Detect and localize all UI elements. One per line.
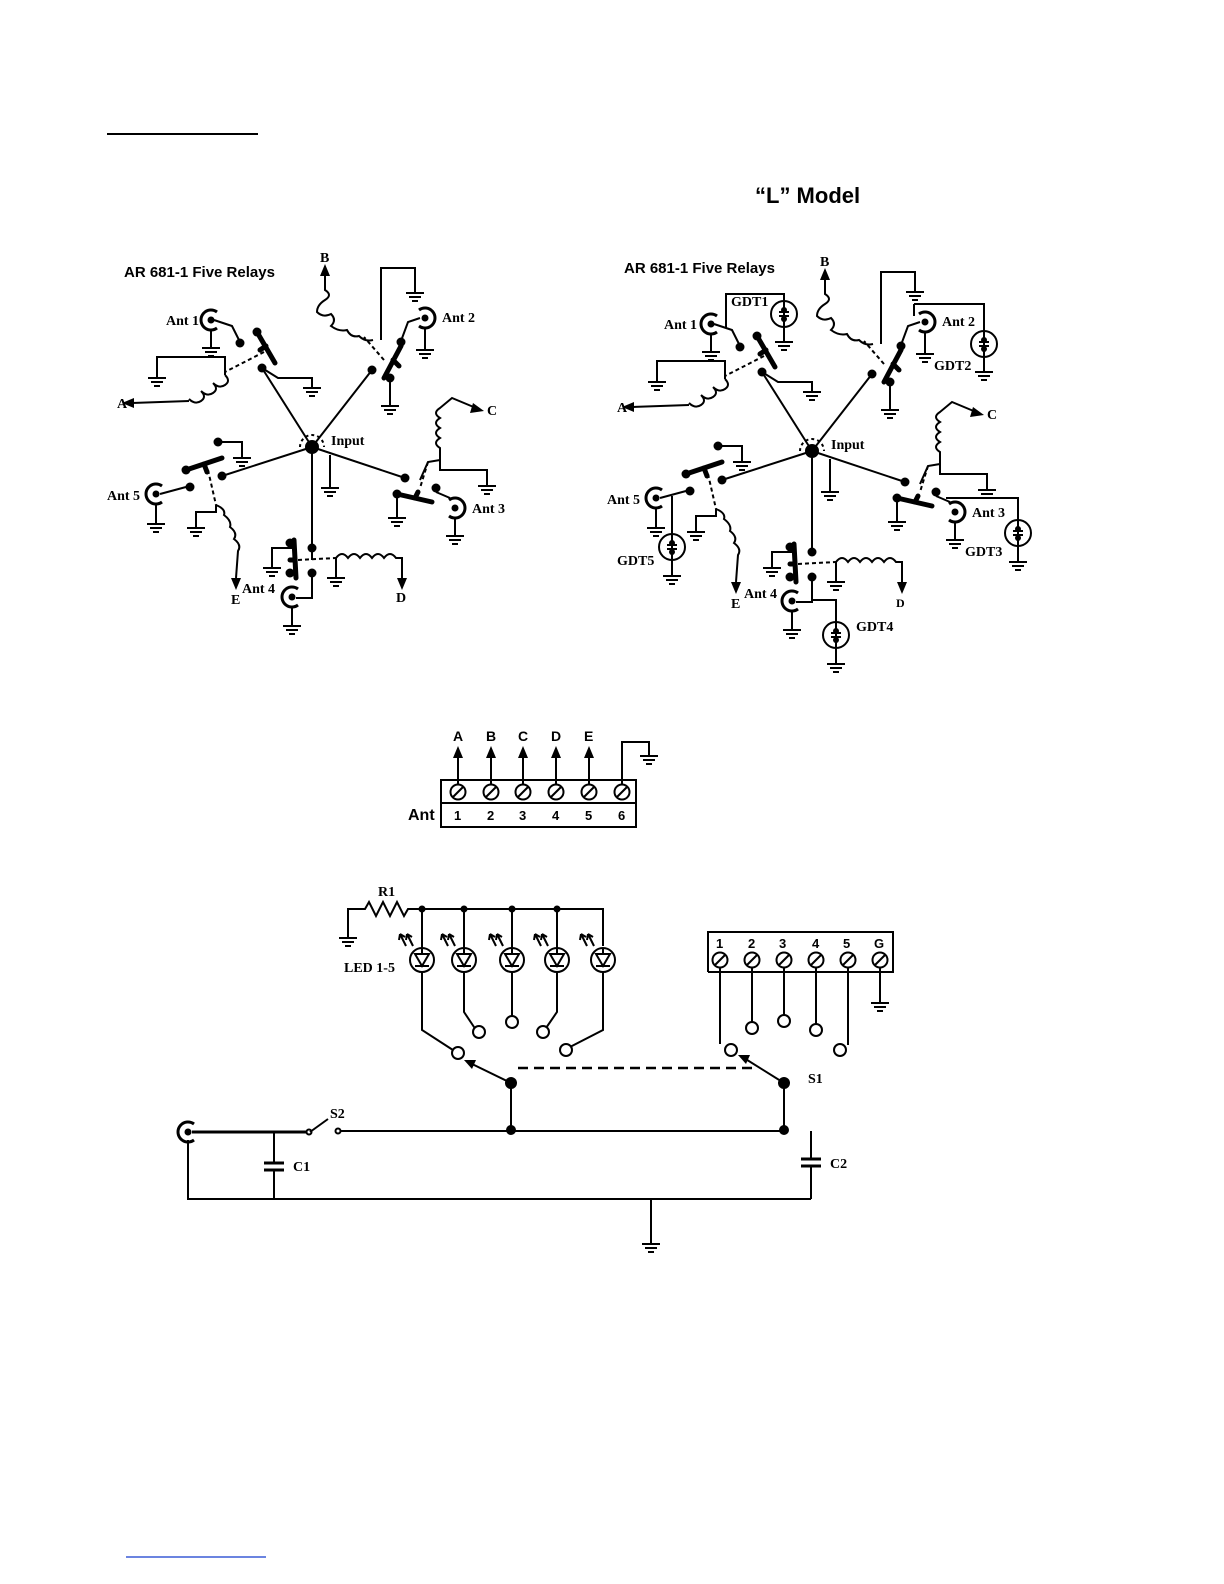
led-label: LED 1-5 bbox=[344, 961, 395, 976]
ant-label: Ant 3 bbox=[972, 506, 1005, 521]
svg-text:5: 5 bbox=[843, 936, 850, 951]
gdt-label: GDT2 bbox=[934, 359, 971, 374]
input-label: Input bbox=[331, 434, 365, 449]
svg-text:1: 1 bbox=[454, 808, 461, 823]
diagram-title: AR 681-1 Five Relays bbox=[124, 264, 275, 281]
led-icon bbox=[580, 934, 615, 972]
resistor-label: R1 bbox=[378, 885, 395, 900]
svg-text:5: 5 bbox=[585, 808, 592, 823]
gdt-icon bbox=[823, 622, 849, 648]
coax-icon bbox=[146, 484, 162, 504]
ant-label: Ant 3 bbox=[472, 502, 505, 517]
output-label: E bbox=[231, 593, 240, 608]
output-label: B bbox=[820, 255, 829, 270]
led-icon bbox=[441, 934, 476, 972]
terminal-block: Ant A 1 B 2 C 3 D 4 E 5 bbox=[408, 728, 658, 827]
screw-icon bbox=[809, 953, 824, 968]
screw-icon bbox=[745, 953, 760, 968]
coax-icon bbox=[419, 308, 435, 328]
output-label: D bbox=[396, 591, 406, 606]
ant-label: Ant 4 bbox=[242, 582, 275, 597]
svg-text:2: 2 bbox=[748, 936, 755, 951]
screw-icon bbox=[841, 953, 856, 968]
ant-label: Ant 5 bbox=[607, 493, 640, 508]
gdt-icon bbox=[659, 534, 685, 560]
gdt-label: GDT3 bbox=[965, 545, 1002, 560]
screw-icon bbox=[713, 953, 728, 968]
output-label: A bbox=[117, 397, 128, 412]
svg-text:G: G bbox=[874, 936, 884, 951]
switch-s2-label: S2 bbox=[330, 1107, 345, 1122]
cap-c1-label: C1 bbox=[293, 1160, 310, 1175]
svg-text:6: 6 bbox=[618, 808, 625, 823]
led-icon bbox=[489, 934, 524, 972]
output-label: E bbox=[731, 597, 740, 612]
svg-text:4: 4 bbox=[552, 808, 560, 823]
output-label: C bbox=[487, 404, 497, 419]
diagram-standard: AR 681-1 Five Relays Input Ant 1 A B Ant… bbox=[107, 251, 505, 634]
ant-label: Ant 4 bbox=[744, 587, 777, 602]
cap-c2-label: C2 bbox=[830, 1157, 847, 1172]
svg-text:1: 1 bbox=[716, 936, 723, 951]
coax-icon bbox=[646, 488, 662, 508]
svg-text:E: E bbox=[584, 728, 593, 744]
diagram-title: AR 681-1 Five Relays bbox=[624, 260, 775, 277]
ant-label: Ant 1 bbox=[664, 318, 697, 333]
output-label: A bbox=[617, 401, 628, 416]
svg-text:D: D bbox=[551, 728, 561, 744]
control-schematic: R1 LED 1-5 1 bbox=[178, 885, 893, 1252]
gdt-icon bbox=[1005, 520, 1031, 546]
ant-label: Ant 1 bbox=[166, 314, 199, 329]
coax-icon bbox=[919, 312, 935, 332]
terminal-block-label: Ant bbox=[408, 807, 435, 824]
svg-text:A: A bbox=[453, 728, 463, 744]
gdt-label: GDT1 bbox=[731, 295, 768, 310]
output-label: D bbox=[896, 596, 905, 610]
gdt-icon bbox=[971, 331, 997, 357]
coax-icon bbox=[449, 498, 465, 518]
coax-icon bbox=[949, 502, 965, 522]
coax-icon bbox=[782, 591, 798, 611]
switch-s1-label: S1 bbox=[808, 1072, 823, 1087]
ant-label: Ant 5 bbox=[107, 489, 140, 504]
diagram-l-model: AR 681-1 Five Relays Input Ant 1 GDT1 A … bbox=[607, 255, 1031, 672]
gdt-label: GDT4 bbox=[856, 620, 893, 635]
ant-label: Ant 2 bbox=[442, 311, 475, 326]
led-icon bbox=[399, 934, 434, 972]
svg-text:B: B bbox=[486, 728, 496, 744]
ant-label: Ant 2 bbox=[942, 315, 975, 330]
output-label: C bbox=[987, 408, 997, 423]
svg-text:2: 2 bbox=[487, 808, 494, 823]
svg-text:C: C bbox=[518, 728, 528, 744]
coax-icon bbox=[282, 587, 298, 607]
screw-icon bbox=[873, 953, 888, 968]
gdt-label: GDT5 bbox=[617, 554, 654, 569]
led-icon bbox=[534, 934, 569, 972]
gdt-icon bbox=[771, 301, 797, 327]
coax-icon bbox=[178, 1122, 194, 1142]
screw-icon bbox=[777, 953, 792, 968]
model-title: “L” Model bbox=[755, 183, 860, 208]
svg-text:3: 3 bbox=[779, 936, 786, 951]
output-label: B bbox=[320, 251, 329, 266]
svg-text:4: 4 bbox=[812, 936, 820, 951]
input-label: Input bbox=[831, 438, 865, 453]
svg-text:3: 3 bbox=[519, 808, 526, 823]
